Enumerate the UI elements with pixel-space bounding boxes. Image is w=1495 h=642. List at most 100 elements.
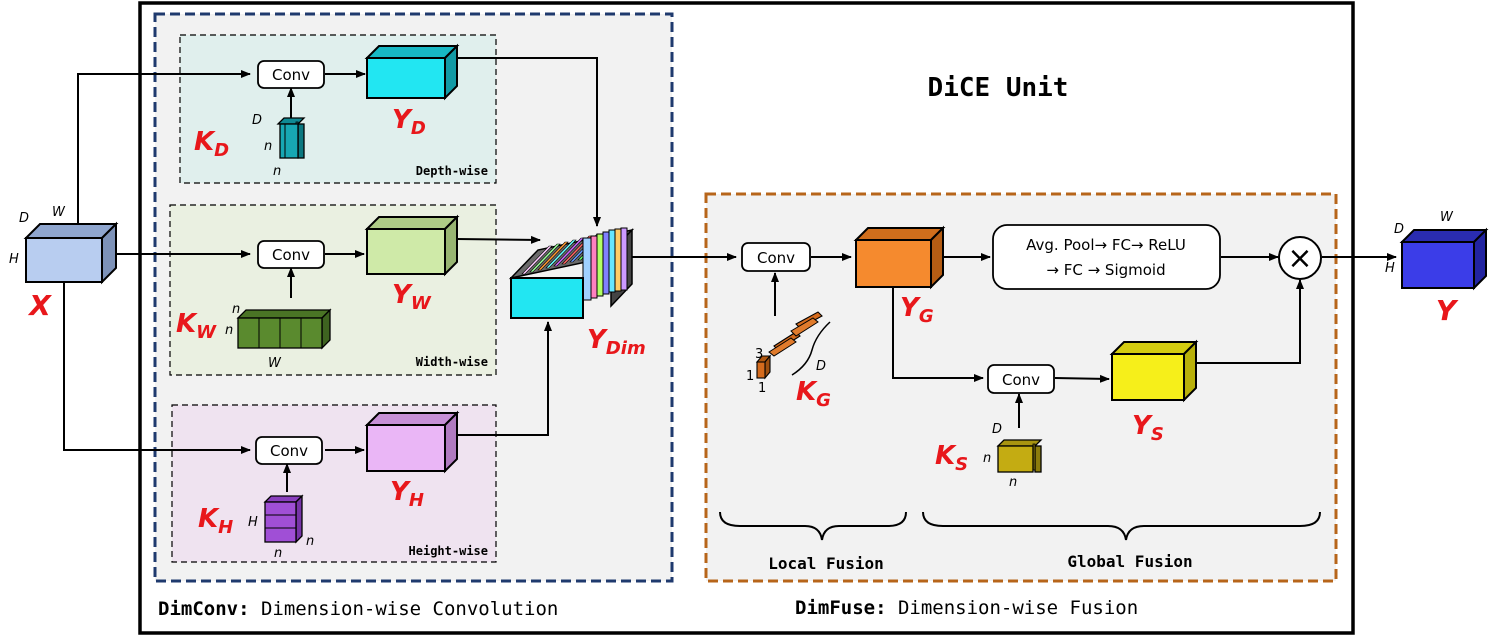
input-dim-w: W — [52, 205, 66, 220]
yw-label: YW — [392, 280, 432, 314]
ks-label: KS — [935, 441, 968, 475]
yh-sub: H — [409, 490, 424, 511]
kw-kernel — [236, 308, 332, 350]
ks-dim-side: n — [983, 451, 991, 466]
kg-dim-3: 3 — [755, 347, 763, 362]
depth-wise-label: Depth-wise — [416, 164, 488, 178]
yg-cube — [853, 225, 946, 290]
output-y-label: Y — [1436, 294, 1459, 327]
yg-main: Y — [900, 293, 922, 323]
kd-dim-side: n — [264, 139, 272, 154]
ks-sub: S — [955, 454, 968, 475]
kh-dim-right: n — [306, 534, 314, 549]
global-fusion-label: Global Fusion — [1067, 552, 1192, 571]
kh-main: K — [198, 504, 220, 534]
conv-box-local-label: Conv — [757, 249, 795, 267]
x-to-depth-line — [77, 70, 251, 224]
conv-box-depth-label: Conv — [272, 66, 310, 84]
height-wise-label: Height-wise — [409, 544, 488, 558]
dimfuse-caption-bold: DimFuse: — [795, 597, 887, 619]
output-dim-w: W — [1440, 210, 1454, 225]
kh-kernel — [263, 494, 304, 544]
pool-fc-box: Avg. Pool→ FC→ ReLU → FC → Sigmoid — [992, 224, 1221, 290]
yd-to-ydim-line — [457, 57, 601, 227]
input-x-cube — [23, 221, 119, 285]
conv-box-depth: Conv — [257, 60, 325, 89]
ys-to-multiply-line — [1196, 279, 1304, 364]
kg-dim-d: D — [816, 359, 826, 374]
conv-box-global-label: Conv — [1002, 371, 1040, 389]
yd-sub: D — [411, 118, 426, 139]
kh-sub: H — [218, 517, 233, 538]
dimfuse-caption-text: Dimension-wise Fusion — [887, 597, 1139, 619]
output-dim-h: H — [1385, 261, 1395, 276]
ydim-label: YDim — [587, 325, 646, 359]
ys-main: Y — [1132, 411, 1154, 441]
conv-box-width-label: Conv — [272, 246, 310, 264]
kh-label: KH — [198, 504, 233, 538]
kw-dim-bottom: W — [268, 356, 282, 371]
ys-label: YS — [1132, 411, 1164, 445]
kd-main: K — [194, 127, 216, 157]
width-wise-label: Width-wise — [416, 355, 488, 369]
input-dim-h: H — [9, 252, 19, 267]
global-fusion-brace — [922, 511, 1321, 541]
yd-cube — [364, 43, 460, 101]
kw-label: KW — [176, 309, 217, 343]
yh-label: YH — [390, 477, 424, 511]
yh-to-ydim-line — [457, 321, 552, 436]
ks-dim-top: D — [992, 422, 1002, 437]
local-fusion-label: Local Fusion — [768, 554, 884, 573]
yw-to-ydim-line — [456, 235, 541, 244]
ys-sub: S — [1151, 424, 1164, 445]
ydim-main: Y — [587, 325, 609, 355]
kg-main: K — [796, 377, 818, 407]
yg-label: YG — [900, 293, 934, 327]
ks-main: K — [935, 441, 957, 471]
ks-kernel — [996, 439, 1043, 473]
kg-label: KG — [796, 377, 831, 411]
conv-box-height: Conv — [255, 436, 323, 465]
kh-dim-bottom: n — [274, 546, 282, 561]
kd-sub: D — [214, 140, 229, 161]
kw-dim-top: n — [232, 302, 240, 317]
conv-box-local: Conv — [741, 242, 811, 272]
kd-dim-bottom: n — [273, 164, 281, 179]
multiply-node: × — [1278, 236, 1322, 280]
kd-label: KD — [194, 127, 229, 161]
kg-kernel — [755, 311, 831, 380]
yw-sub: W — [411, 293, 432, 314]
yd-label: YD — [392, 105, 426, 139]
kg-sub: G — [816, 390, 831, 411]
pool-fc-line1: Avg. Pool→ FC→ ReLU — [1026, 236, 1186, 254]
conv-s-to-ys-line — [1054, 374, 1110, 383]
ydim-stacked-cube — [508, 227, 635, 319]
yw-cube — [364, 214, 460, 277]
kw-sub: W — [196, 322, 217, 343]
dimconv-caption: DimConv: Dimension-wise Convolution — [158, 598, 558, 620]
kw-dim-side: n — [225, 323, 233, 338]
dimfuse-caption: DimFuse: Dimension-wise Fusion — [795, 597, 1138, 619]
input-dim-d: D — [19, 211, 29, 226]
ydim-sub: Dim — [606, 338, 646, 359]
yg-to-conv-s-line — [892, 288, 984, 382]
yg-sub: G — [919, 306, 934, 327]
kd-dim-top: D — [252, 113, 262, 128]
ks-dim-bottom: n — [1009, 475, 1017, 490]
kd-kernel — [276, 117, 306, 159]
dimconv-caption-text: Dimension-wise Convolution — [250, 598, 559, 620]
dimconv-caption-bold: DimConv: — [158, 598, 250, 620]
kh-dim-side: H — [248, 515, 258, 530]
ys-cube — [1109, 339, 1199, 403]
yw-main: Y — [392, 280, 414, 310]
output-dim-d: D — [1394, 222, 1404, 237]
output-y-cube — [1399, 227, 1489, 291]
conv-box-global: Conv — [987, 364, 1055, 394]
local-fusion-brace — [719, 511, 907, 541]
input-x-label: X — [27, 289, 52, 322]
x-to-height-line — [63, 282, 251, 454]
kw-main: K — [176, 309, 198, 339]
conv-box-height-label: Conv — [270, 442, 308, 460]
conv-box-width: Conv — [257, 240, 325, 269]
